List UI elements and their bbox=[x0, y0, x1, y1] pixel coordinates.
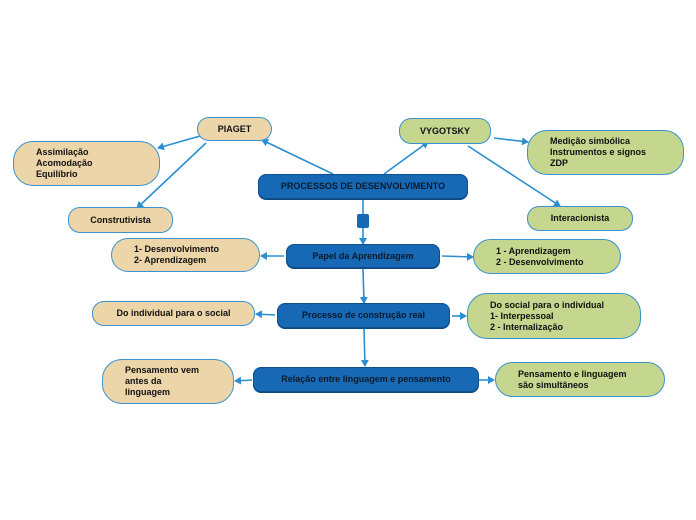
edge-topic3-piaget bbox=[234, 376, 253, 385]
topic2-vygotsky-label: Do social para o individual 1- Interpess… bbox=[490, 299, 605, 332]
piaget-approach-label: Construtivista bbox=[90, 214, 151, 225]
topic3-piaget-node[interactable]: Pensamento vem antes da linguagem bbox=[102, 359, 234, 404]
edge-vygotsky-approach bbox=[467, 145, 561, 207]
topic2-vygotsky-node[interactable]: Do social para o individual 1- Interpess… bbox=[467, 293, 641, 339]
edge-central-piaget bbox=[261, 138, 334, 175]
topic3-vygotsky-label: Pensamento e linguagem são simultâneos bbox=[518, 368, 627, 390]
topic1-vygotsky-node[interactable]: 1 - Aprendizagem 2 - Desenvolvimento bbox=[473, 239, 621, 274]
central-label: PROCESSOS DE DESENVOLVIMENTO bbox=[280, 181, 446, 191]
edge-central-vygotsky bbox=[383, 141, 429, 175]
piaget-node[interactable]: PIAGET bbox=[197, 117, 272, 141]
vygotsky-label: VYGOTSKY bbox=[419, 125, 470, 136]
topic-label: Processo de construção real bbox=[301, 310, 426, 320]
vygotsky-node[interactable]: VYGOTSKY bbox=[399, 118, 491, 144]
topic-label: Papel da Aprendizagem bbox=[312, 250, 414, 261]
edge-vygotsky-concepts bbox=[493, 137, 529, 146]
piaget-concepts-node[interactable]: Assimilação Acomodação Equilíbrio bbox=[13, 141, 160, 186]
topic-node-language-thought[interactable]: Relação entre linguagem e pensamento bbox=[253, 367, 479, 392]
edge-topic1-topic2 bbox=[359, 267, 368, 304]
piaget-approach-node[interactable]: Construtivista bbox=[68, 207, 173, 233]
edge-topic2-topic3 bbox=[360, 327, 369, 367]
connector-handle bbox=[357, 214, 369, 228]
vygotsky-approach-node[interactable]: Interacionista bbox=[527, 206, 633, 231]
edge-piaget-approach bbox=[136, 142, 207, 209]
vygotsky-concepts-label: Medição simbólica Instrumentos e signos … bbox=[550, 136, 647, 168]
edge-piaget-concepts bbox=[157, 135, 201, 151]
topic-label: Relação entre linguagem e pensamento bbox=[281, 374, 451, 384]
topic1-piaget-node[interactable]: 1- Desenvolvimento 2- Aprendizagem bbox=[111, 238, 260, 272]
central-node[interactable]: PROCESSOS DE DESENVOLVIMENTO bbox=[258, 174, 468, 199]
piaget-label: PIAGET bbox=[217, 123, 252, 134]
topic2-piaget-label: Do individual para o social bbox=[116, 308, 231, 318]
vygotsky-approach-label: Interacionista bbox=[550, 213, 610, 223]
vygotsky-concepts-node[interactable]: Medição simbólica Instrumentos e signos … bbox=[527, 130, 684, 175]
topic1-vygotsky-label: 1 - Aprendizagem 2 - Desenvolvimento bbox=[496, 245, 584, 267]
piaget-concepts-label: Assimilação Acomodação Equilíbrio bbox=[36, 147, 93, 179]
edge-topic1-vygotsky bbox=[441, 252, 474, 261]
topic1-piaget-label: 1- Desenvolvimento 2- Aprendizagem bbox=[134, 244, 220, 265]
topic3-vygotsky-node[interactable]: Pensamento e linguagem são simultâneos bbox=[495, 362, 665, 397]
topic-node-learning-role[interactable]: Papel da Aprendizagem bbox=[286, 244, 440, 268]
edge-topic2-piaget bbox=[255, 310, 276, 319]
topic3-piaget-label: Pensamento vem antes da linguagem bbox=[125, 365, 200, 397]
topic-node-real-construction[interactable]: Processo de construção real bbox=[277, 303, 450, 328]
topic2-piaget-node[interactable]: Do individual para o social bbox=[92, 301, 255, 326]
